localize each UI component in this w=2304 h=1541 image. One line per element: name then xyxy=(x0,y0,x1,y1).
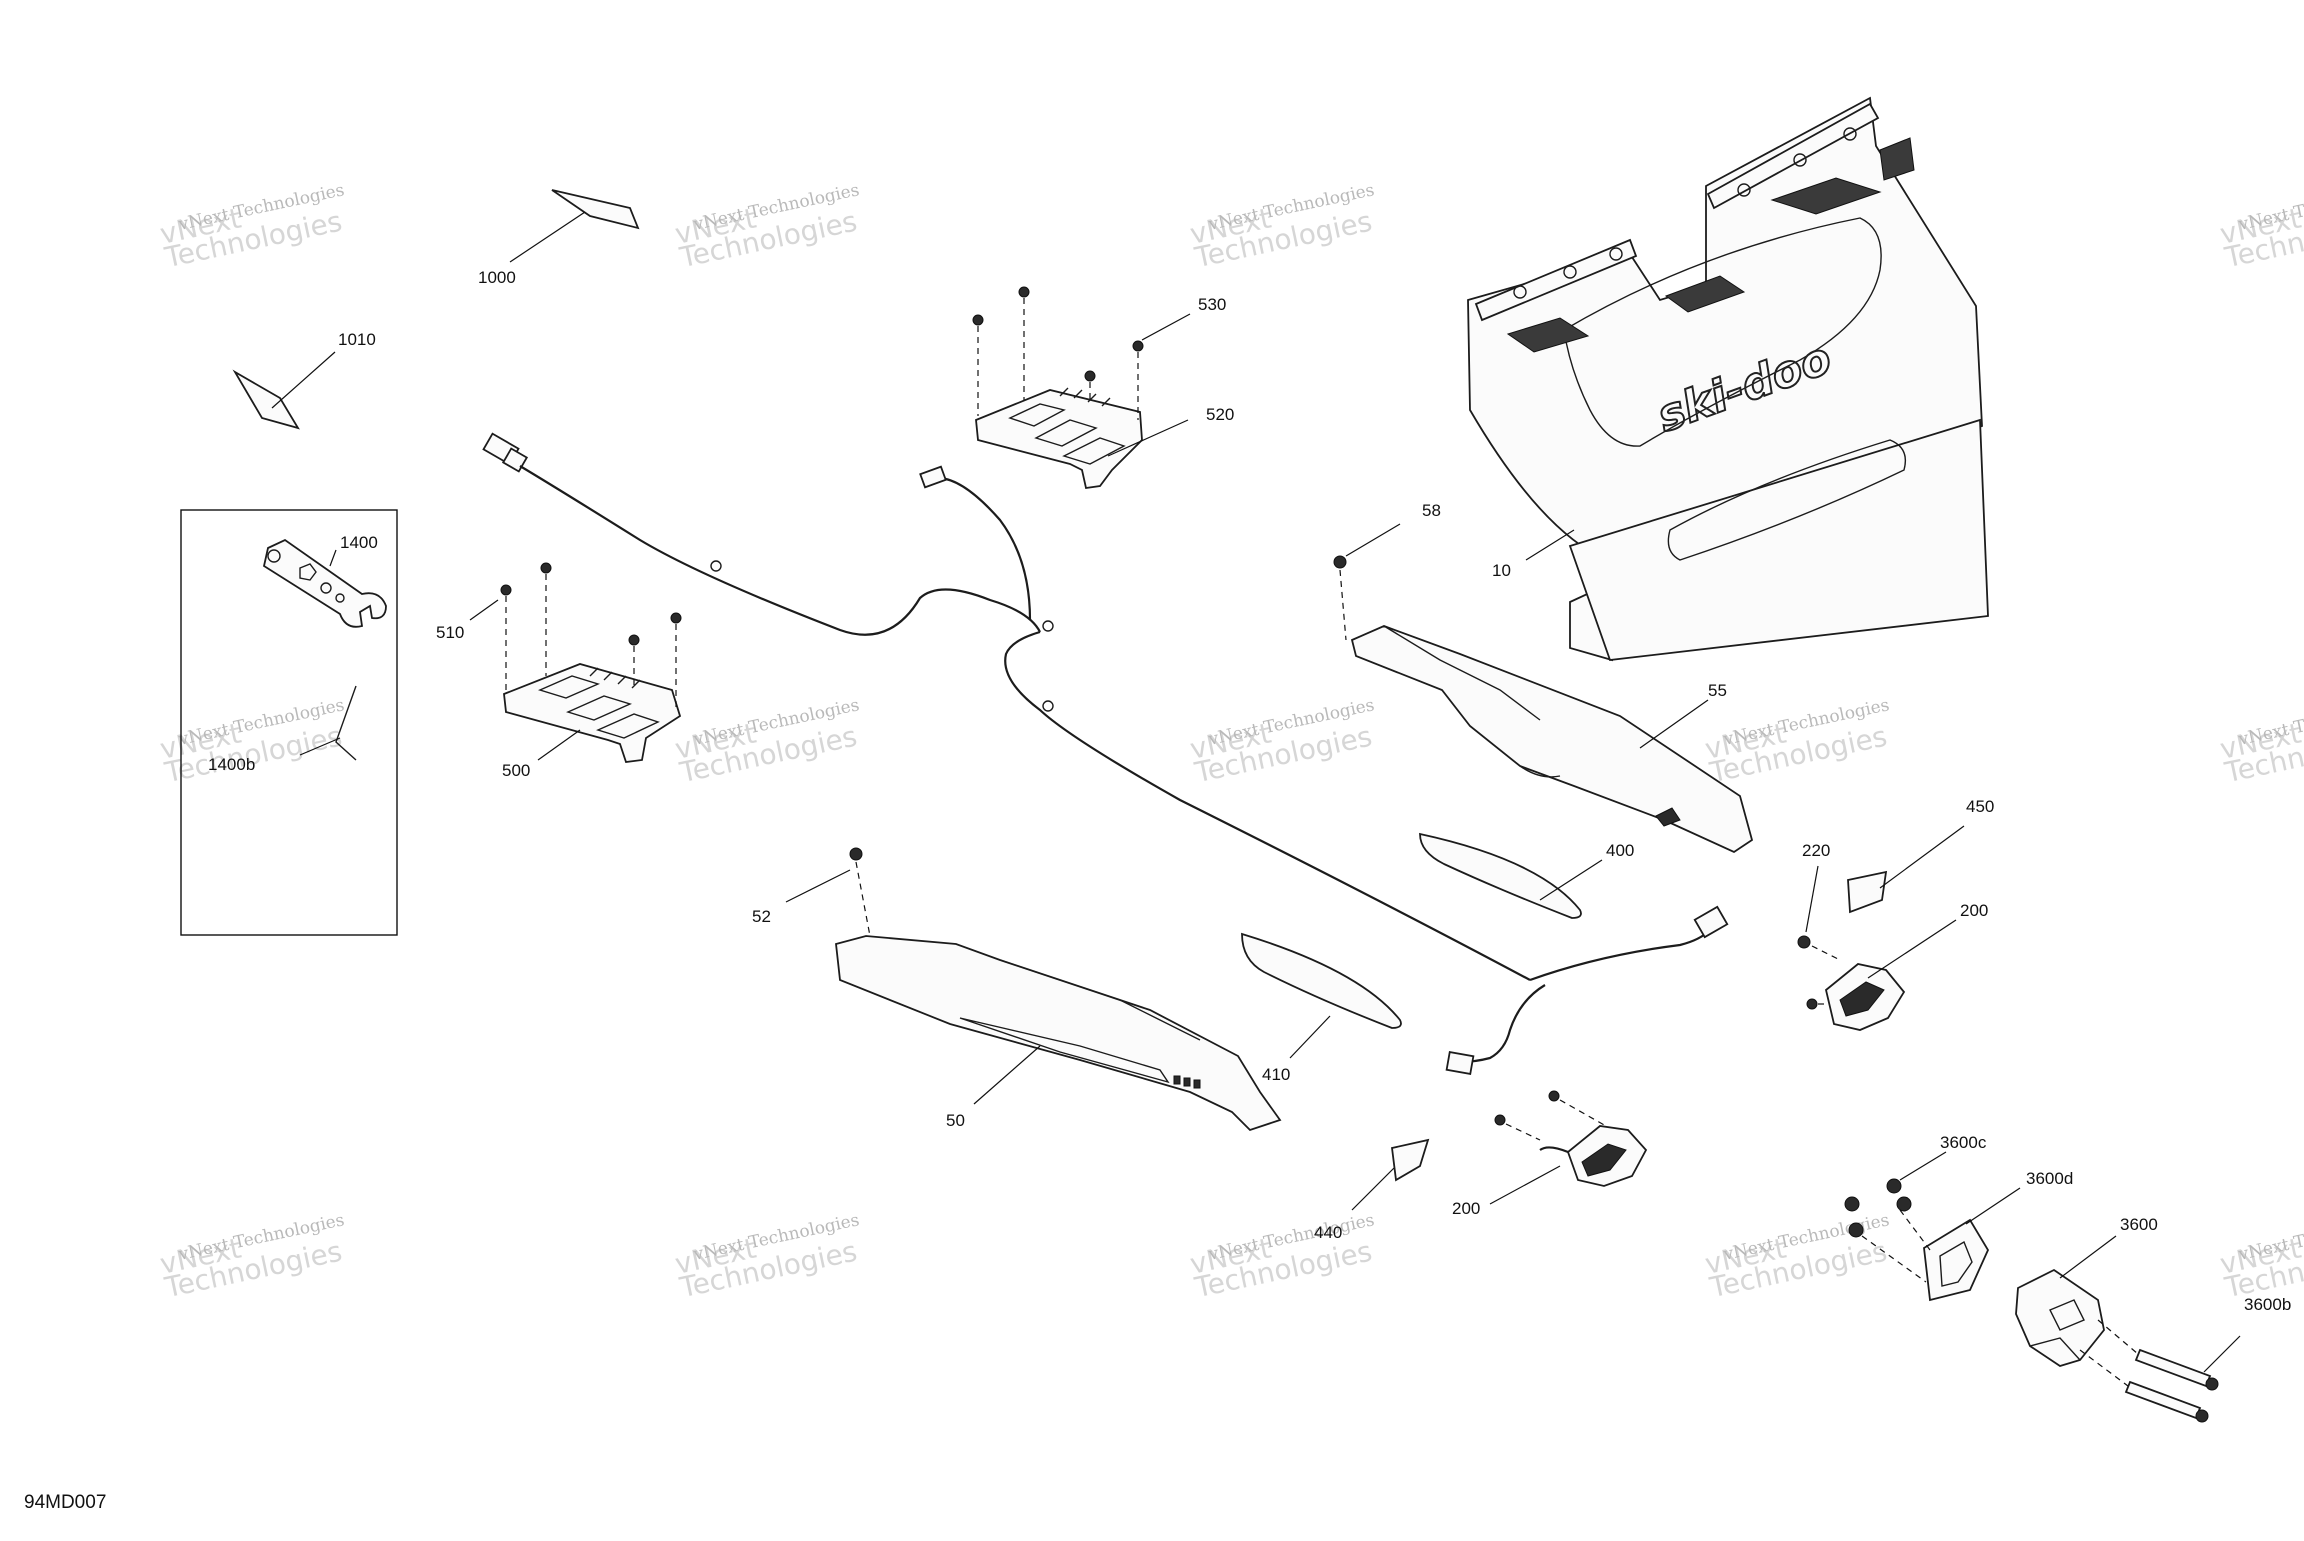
part-50-side-molding-left: 50 xyxy=(835,935,1282,1132)
callout-50: 50 xyxy=(946,1111,965,1130)
part-3600c-nuts: 3600c xyxy=(1844,1133,1987,1238)
part-58-screw: 58 xyxy=(1333,501,1441,641)
part-530-screws: 530 xyxy=(972,286,1226,420)
part-520-footrest-bracket: 520 xyxy=(975,387,1234,490)
part-440-sticker: 440 xyxy=(1314,1138,1430,1242)
callout-440: 440 xyxy=(1314,1223,1342,1242)
part-1000-sticker: 1000 xyxy=(478,189,640,287)
callout-530: 530 xyxy=(1198,295,1226,314)
part-3600b-bolts: 3600b xyxy=(2079,1295,2291,1423)
callout-3600b: 3600b xyxy=(2244,1295,2291,1314)
callout-1010: 1010 xyxy=(338,330,376,349)
part-52-screw: 52 xyxy=(752,847,871,937)
callout-1400: 1400 xyxy=(340,533,378,552)
part-10-rear-bumper-panel: ski-doo 10 xyxy=(1467,96,1989,662)
part-400-reflector-sticker: 400 xyxy=(1419,832,1634,919)
callout-55: 55 xyxy=(1708,681,1727,700)
part-200-tail-light-left: 200 xyxy=(1452,1090,1648,1218)
part-410-reflector-sticker: 410 xyxy=(1241,932,1402,1084)
callout-1400b: 1400b xyxy=(208,755,255,774)
callout-410: 410 xyxy=(1262,1065,1290,1084)
callout-52: 52 xyxy=(752,907,771,926)
callout-3600c: 3600c xyxy=(1940,1133,1987,1152)
callout-400: 400 xyxy=(1606,841,1634,860)
callout-200-left: 200 xyxy=(1452,1199,1480,1218)
callout-520: 520 xyxy=(1206,405,1234,424)
drawing-id: 94MD007 xyxy=(24,1492,106,1513)
callout-220: 220 xyxy=(1802,841,1830,860)
part-55-side-molding-right: 55 xyxy=(1350,625,1754,854)
callout-58: 58 xyxy=(1422,501,1441,520)
part-500-footrest-bracket: 500 xyxy=(502,663,682,780)
callout-10: 10 xyxy=(1492,561,1511,580)
callout-200-right: 200 xyxy=(1960,901,1988,920)
callout-500: 500 xyxy=(502,761,530,780)
callout-450: 450 xyxy=(1966,797,1994,816)
part-3600d-plate: 3600d xyxy=(1861,1169,2073,1302)
wiring-harness xyxy=(482,432,1729,1075)
part-220-nut: 220 xyxy=(1797,841,1841,961)
callout-1000: 1000 xyxy=(478,268,516,287)
part-3600-hitch-receiver: 3600 xyxy=(2015,1215,2158,1367)
part-450-sticker: 450 xyxy=(1847,797,1994,914)
part-1010-sticker: 1010 xyxy=(232,330,376,430)
part-1400-wrench: 1400 xyxy=(262,533,387,628)
callout-3600d: 3600d xyxy=(2026,1169,2073,1188)
part-1400b-hex-key: 1400b xyxy=(208,685,357,774)
part-200-tail-light-right: 200 xyxy=(1806,901,1988,1031)
part-510-screws: 510 xyxy=(436,562,682,710)
callout-510: 510 xyxy=(436,623,464,642)
tool-kit-box: 1400 1400b xyxy=(180,509,398,936)
callout-3600: 3600 xyxy=(2120,1215,2158,1234)
